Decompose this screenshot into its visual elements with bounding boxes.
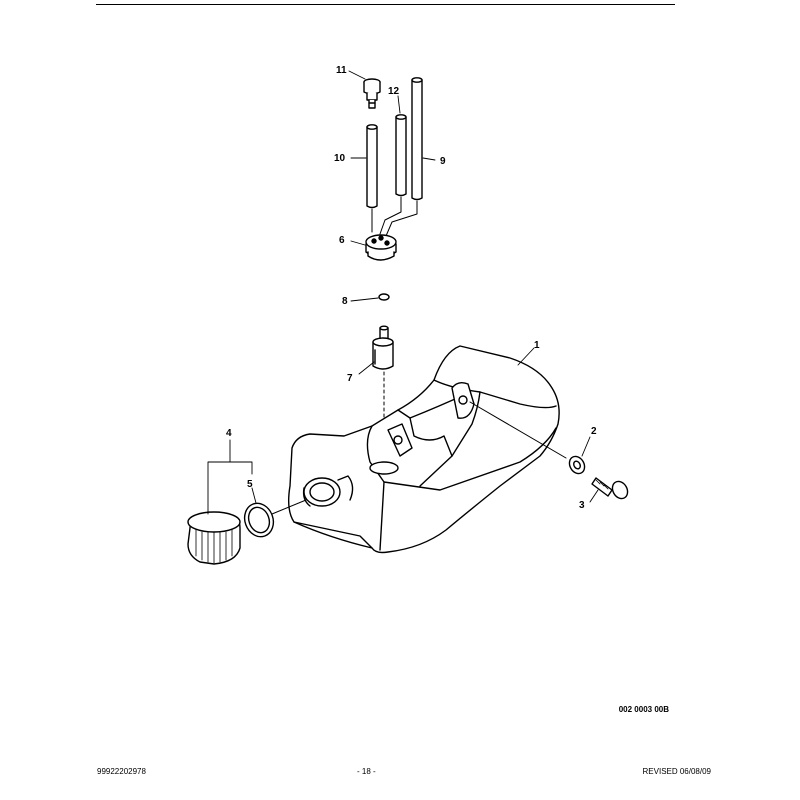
bracket-axis-line	[469, 401, 567, 459]
callout-8: 8	[342, 296, 348, 307]
callout-3: 3	[579, 500, 585, 511]
callout-2: 2	[591, 426, 597, 437]
callout-4: 4	[226, 428, 232, 439]
footer-revised-date: REVISED 06/08/09	[642, 767, 711, 776]
callout-12: 12	[388, 86, 400, 97]
callout-leaders	[207, 70, 599, 515]
part-11-fitting	[363, 78, 381, 109]
callout-11: 11	[336, 65, 347, 76]
callout-6: 6	[339, 235, 345, 246]
part-10-hose	[366, 124, 378, 209]
callout-1: 1	[534, 340, 540, 351]
part-3-bolt	[591, 477, 629, 500]
cap-axis-line	[271, 499, 307, 515]
part-2-washer	[568, 455, 586, 475]
part-5-gasket	[243, 502, 275, 538]
part-9-hose	[411, 77, 423, 201]
part-6-grommet	[365, 234, 397, 261]
callout-5: 5	[247, 479, 253, 490]
callout-10: 10	[334, 153, 346, 164]
hose-routing-lines	[371, 196, 418, 237]
part-12-hose	[395, 114, 407, 197]
header-rule	[96, 4, 675, 5]
callout-7: 7	[347, 373, 353, 384]
part-1-fuel-tank	[287, 345, 560, 554]
footer-page-number: - 18 -	[357, 767, 376, 776]
callout-9: 9	[440, 156, 446, 167]
part-4-fuel-cap	[187, 511, 241, 565]
figure-code: 002 0003 00B	[618, 705, 669, 714]
footer-part-number: 99922202978	[97, 767, 146, 776]
part-8-o-ring	[378, 293, 390, 301]
part-7-fuel-filter	[372, 325, 394, 370]
